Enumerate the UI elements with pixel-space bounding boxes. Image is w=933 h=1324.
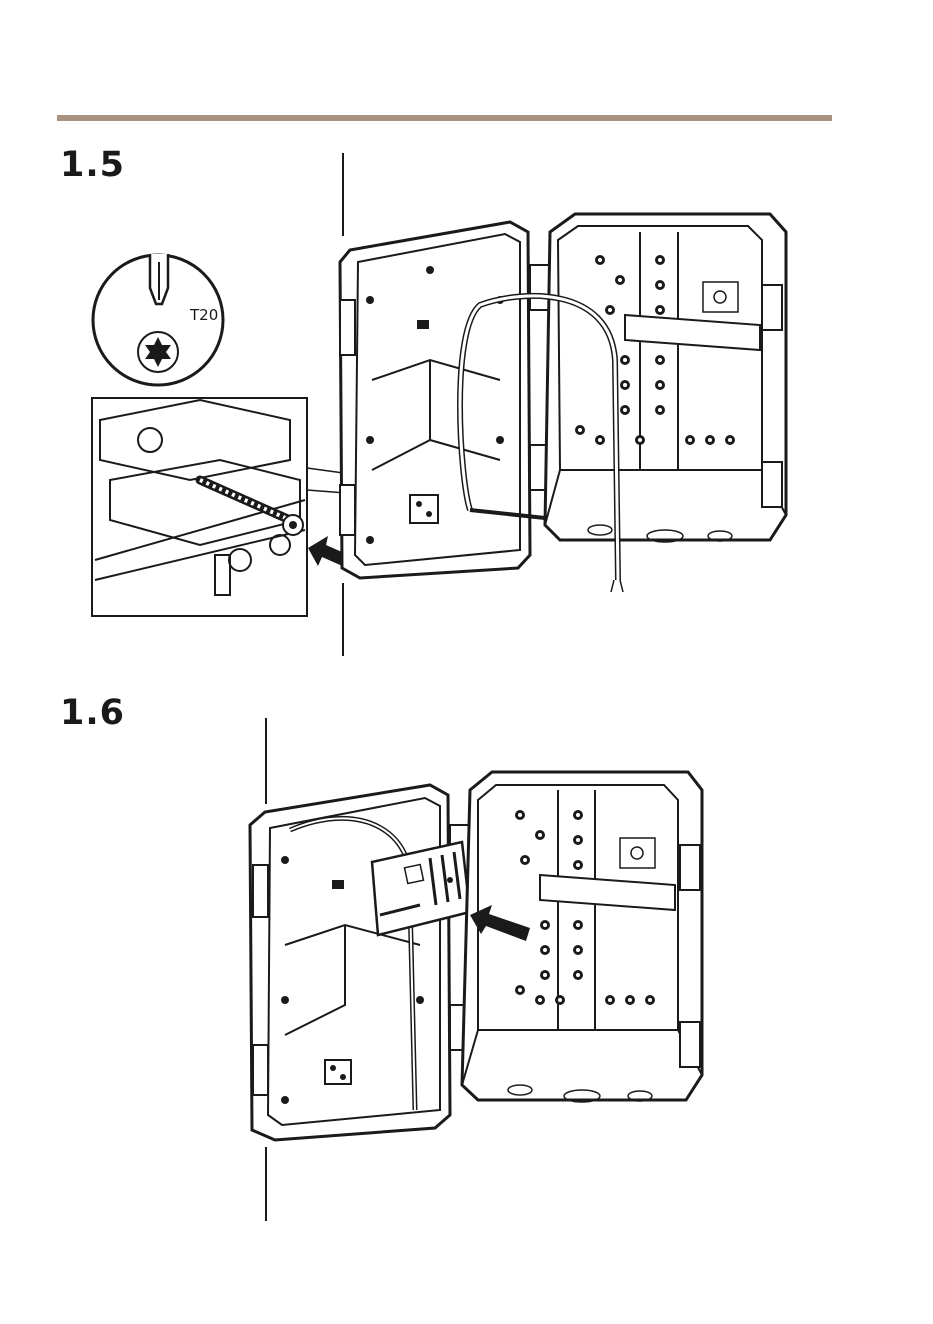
torx-bit-icon bbox=[138, 332, 178, 372]
enclosure-open bbox=[250, 772, 702, 1140]
torx-screwdriver-icon bbox=[150, 254, 168, 304]
tool-size-label: T20 bbox=[189, 306, 218, 324]
tool-callout: T20 bbox=[93, 254, 223, 385]
enclosure-open bbox=[340, 214, 786, 592]
